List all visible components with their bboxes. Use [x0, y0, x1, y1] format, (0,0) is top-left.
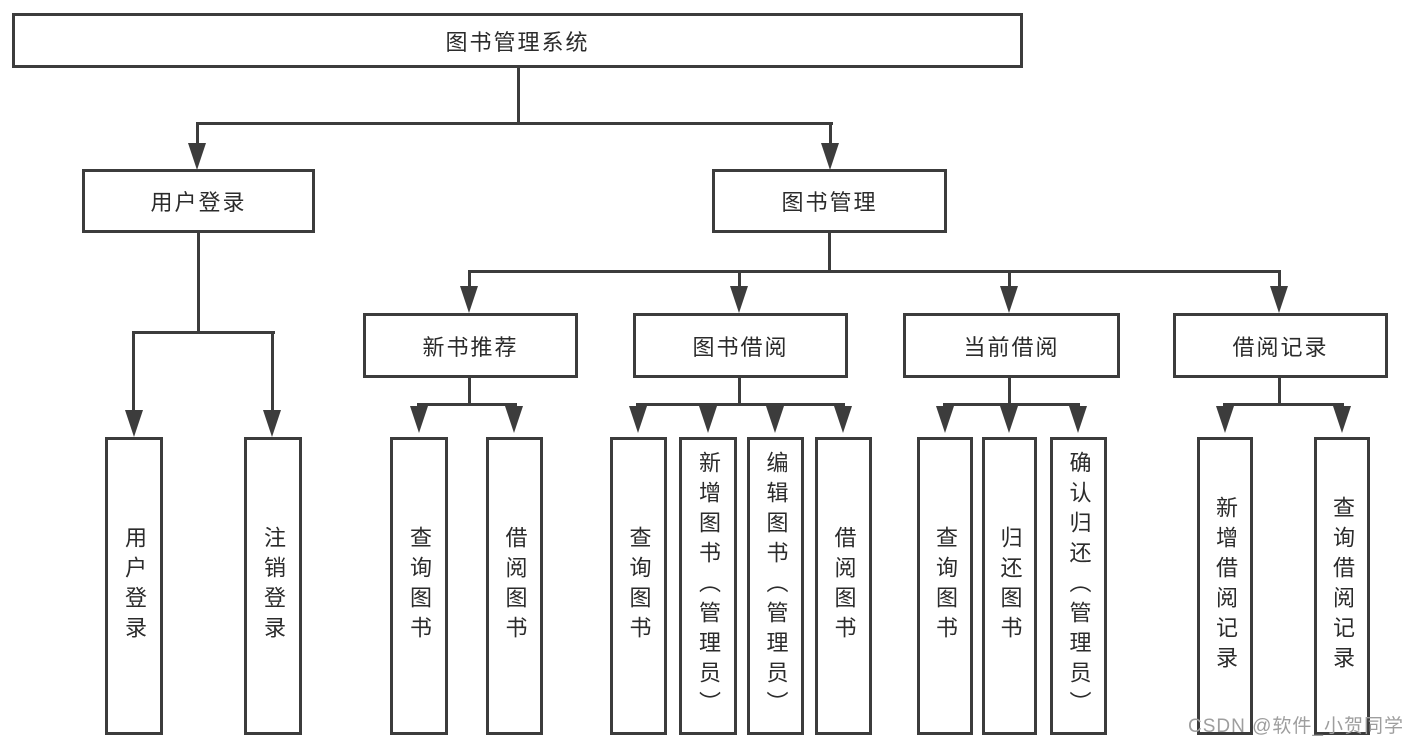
leaf-edit-book-admin: 编辑图书（管理员） — [747, 437, 804, 735]
arrow-down-icon — [1216, 406, 1234, 433]
connector-bb-rail — [636, 403, 845, 406]
connector-nb-stub — [468, 378, 471, 406]
arrow-down-icon — [410, 406, 428, 433]
node-current-borrowing: 当前借阅 — [903, 313, 1120, 378]
arrow-down-icon — [125, 410, 143, 437]
leaf-label: 查询图书 — [933, 526, 958, 646]
connector-user-stub — [197, 233, 200, 333]
connector-nb-rail — [417, 403, 517, 406]
connector-l3-drop-3 — [1008, 270, 1011, 290]
leaf-label: 借阅图书 — [831, 526, 857, 646]
connector-mgmt-stub — [828, 233, 831, 273]
arrow-down-icon — [936, 406, 954, 433]
node-book-management: 图书管理 — [712, 169, 947, 233]
leaf-borrow-books-recommend: 借阅图书 — [486, 437, 543, 735]
leaf-user-login: 用户登录 — [105, 437, 163, 735]
leaf-label: 查询图书 — [626, 526, 652, 646]
arrow-down-icon — [821, 143, 839, 170]
connector-bb-stub — [738, 378, 741, 406]
arrow-down-icon — [1069, 406, 1087, 433]
leaf-label: 查询图书 — [407, 526, 432, 646]
csdn-watermark: CSDN @软件_小贺同学 — [1188, 716, 1404, 737]
connector-user-leaf1-drop — [132, 331, 135, 413]
leaf-query-borrow-record: 查询借阅记录 — [1314, 437, 1370, 735]
arrow-down-icon — [1270, 286, 1288, 313]
connector-l3-drop-1 — [468, 270, 471, 290]
node-new-book-recommend: 新书推荐 — [363, 313, 578, 378]
arrow-down-icon — [460, 286, 478, 313]
leaf-query-books-recommend: 查询图书 — [390, 437, 448, 735]
connector-br-stub — [1278, 378, 1281, 406]
leaf-label: 新增图书（管理员） — [696, 451, 721, 721]
leaf-borrow-books-borrowing: 借阅图书 — [815, 437, 872, 735]
leaf-label: 编辑图书（管理员） — [763, 451, 789, 721]
node-library-management-system: 图书管理系统 — [12, 13, 1023, 68]
connector-book-mgmt-drop — [829, 122, 832, 148]
leaf-add-book-admin: 新增图书（管理员） — [679, 437, 737, 735]
connector-l3-drop-4 — [1278, 270, 1281, 290]
leaf-label: 用户登录 — [122, 526, 147, 646]
node-book-borrowing: 图书借阅 — [633, 313, 848, 378]
leaf-label: 注销登录 — [261, 526, 286, 646]
arrow-down-icon — [1333, 406, 1351, 433]
arrow-down-icon — [699, 406, 717, 433]
connector-cb-stub — [1008, 378, 1011, 406]
arrow-down-icon — [1000, 286, 1018, 313]
connector-cb-rail — [943, 403, 1080, 406]
leaf-label: 查询借阅记录 — [1330, 496, 1355, 676]
leaf-label: 确认归还（管理员） — [1066, 451, 1092, 721]
leaf-add-borrow-record: 新增借阅记录 — [1197, 437, 1253, 735]
arrow-down-icon — [188, 143, 206, 170]
connector-l3-drop-2 — [738, 270, 741, 290]
connector-user-leaf2-drop — [271, 331, 274, 413]
leaf-confirm-return-admin: 确认归还（管理员） — [1050, 437, 1107, 735]
leaf-query-books-borrowing: 查询图书 — [610, 437, 667, 735]
node-borrowing-records: 借阅记录 — [1173, 313, 1388, 378]
connector-br-rail — [1223, 403, 1344, 406]
arrow-down-icon — [730, 286, 748, 313]
leaf-logout: 注销登录 — [244, 437, 302, 735]
arrow-down-icon — [834, 406, 852, 433]
arrow-down-icon — [505, 406, 523, 433]
leaf-return-book: 归还图书 — [982, 437, 1037, 735]
connector-root-stub — [517, 68, 520, 125]
arrow-down-icon — [629, 406, 647, 433]
arrow-down-icon — [263, 410, 281, 437]
node-user-login: 用户登录 — [82, 169, 315, 233]
arrow-down-icon — [766, 406, 784, 433]
leaf-label: 新增借阅记录 — [1213, 496, 1238, 676]
leaf-label: 归还图书 — [997, 526, 1023, 646]
arrow-down-icon — [1000, 406, 1018, 433]
leaf-label: 借阅图书 — [502, 526, 528, 646]
connector-level2-rail — [196, 122, 833, 125]
leaf-query-books-current: 查询图书 — [917, 437, 973, 735]
connector-user-login-drop — [196, 122, 199, 148]
connector-level3-rail — [468, 270, 1281, 273]
connector-user-rail — [132, 331, 275, 334]
